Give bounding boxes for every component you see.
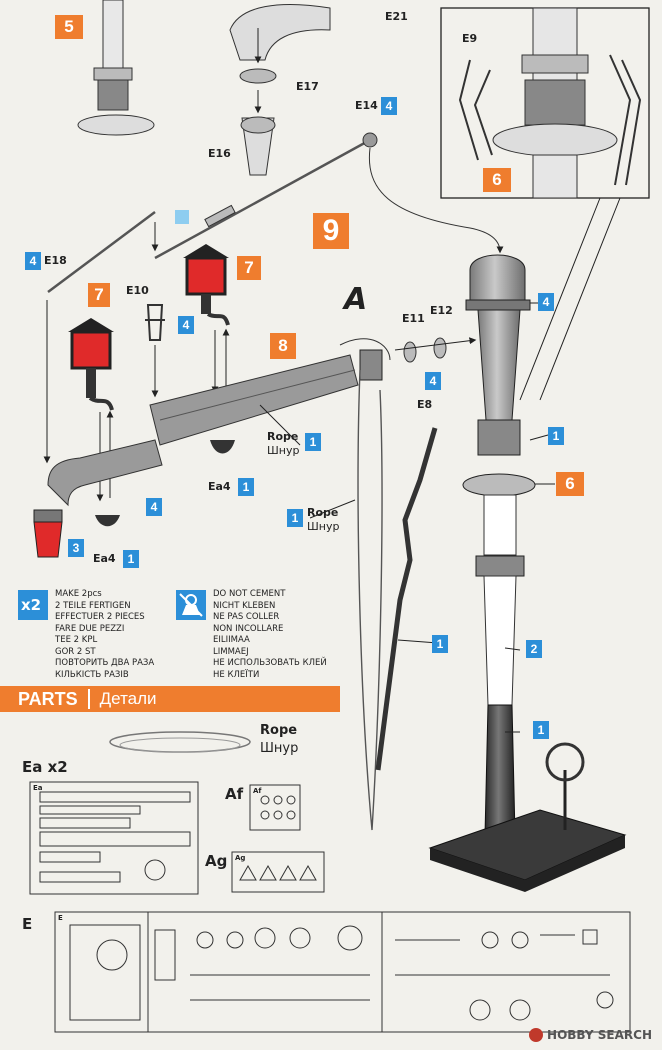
sprue-e [54, 911, 631, 1033]
sprue-ag-tag: Ag [235, 854, 246, 862]
sprue-af-label: Af [225, 785, 244, 803]
label-e8: E8 [417, 398, 433, 411]
label-ea4-right: Ea4 [208, 480, 231, 493]
sprue-ag [231, 851, 325, 893]
rope-label-lower: Rope Шнур [307, 506, 340, 533]
callout-4-ring: 4 [425, 372, 441, 390]
sprue-ag-label: Ag [205, 852, 228, 870]
sprue-e-tag: E [58, 914, 63, 922]
callout-7-right: 7 [237, 256, 261, 280]
detail-inset [440, 7, 650, 401]
callout-5: 5 [55, 15, 83, 39]
legend-do-not-cement: DO NOT CEMENT NICHT KLEBEN NE PAS COLLER… [213, 589, 327, 680]
sprue-ea [29, 781, 199, 895]
callout-2: 2 [526, 640, 542, 658]
sprue-af-tag: Af [253, 787, 262, 795]
label-e12: E12 [430, 304, 453, 317]
label-e14: E14 [355, 99, 378, 112]
callout-1-rope2: 1 [287, 509, 303, 527]
water-column [428, 254, 627, 892]
label-e17: E17 [296, 80, 319, 93]
rope-label-upper: Rope Шнур [267, 430, 300, 457]
callout-4-top: 4 [538, 293, 554, 311]
step-number: 9 [313, 213, 349, 249]
parts-title-ru: Детали [99, 689, 157, 708]
hanging-rope [357, 369, 383, 831]
crane-arm [33, 338, 391, 558]
callout-3: 3 [68, 539, 84, 557]
parts-title-en: PARTS [18, 688, 78, 709]
parts-rope-label: Rope Шнур [260, 723, 299, 756]
legend-icons [18, 210, 206, 620]
callout-1-rod: 1 [432, 635, 448, 653]
callout-1-rope: 1 [305, 433, 321, 451]
label-e16: E16 [208, 147, 231, 160]
sprue-af [249, 784, 301, 831]
label-ea4-left: Ea4 [93, 552, 116, 565]
callout-1-ea4-left: 1 [123, 550, 139, 568]
callout-4-e10: 4 [178, 316, 194, 334]
leader-lines [259, 302, 555, 733]
spout-parts [229, 3, 331, 176]
parts-header: PARTS Детали [0, 686, 340, 712]
lamp-left [68, 318, 120, 527]
sub-assembly-letter: A [344, 282, 368, 317]
callout-4-e14: 4 [381, 97, 397, 115]
label-e21: E21 [385, 10, 408, 23]
callout-6-inset: 6 [483, 168, 511, 192]
sprue-ea-label: Ea x2 [22, 758, 68, 776]
callout-6: 6 [556, 472, 584, 496]
callout-1-ea4-right: 1 [238, 478, 254, 496]
label-e11: E11 [402, 312, 425, 325]
sprue-ea-tag: Ea [33, 784, 43, 792]
lamp-right [183, 244, 235, 454]
callout-8: 8 [270, 333, 296, 359]
label-e10: E10 [126, 284, 149, 297]
parts-e11-e12 [394, 337, 477, 363]
watermark: HOBBY SEARCH [529, 1028, 652, 1042]
callout-7-left: 7 [88, 283, 110, 307]
label-e9: E9 [462, 32, 478, 45]
part-e10 [145, 304, 165, 398]
upper-rope [43, 132, 504, 464]
x2-symbol: x2 [21, 596, 42, 614]
sprue-e-label: E [22, 915, 33, 933]
callout-4-e18: 4 [25, 252, 41, 270]
rope-coil [109, 731, 251, 753]
part-e8 [375, 427, 438, 771]
column-top-fragment [77, 0, 155, 136]
callout-1-base: 1 [533, 721, 549, 739]
legend-make-two: MAKE 2pcs 2 TEILE FERTIGEN EFFECTUER 2 P… [55, 589, 155, 680]
hobby-search-logo-icon [529, 1028, 544, 1042]
label-e18: E18 [44, 254, 67, 267]
callout-4-pipe: 4 [146, 498, 162, 516]
callout-1-column: 1 [548, 427, 564, 445]
